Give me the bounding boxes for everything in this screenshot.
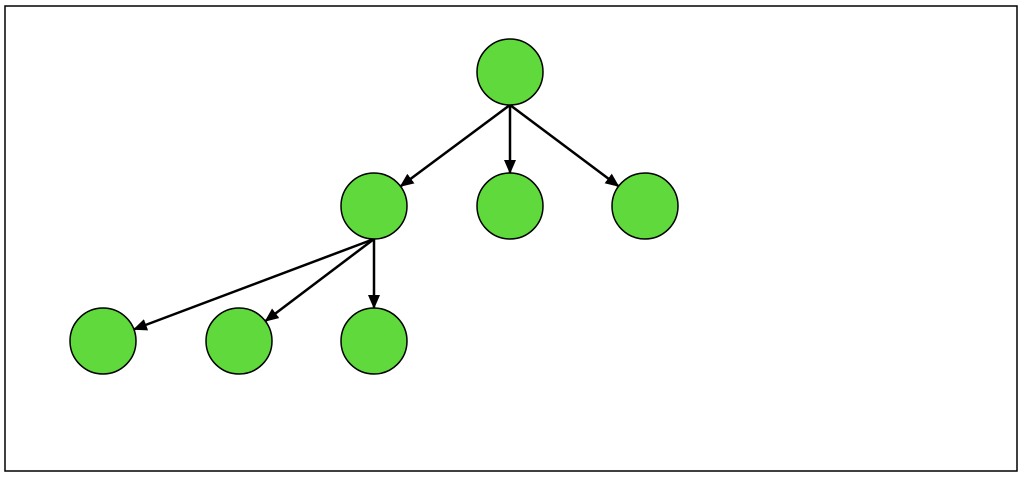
node-root bbox=[476, 38, 544, 106]
node-grandchild-3 bbox=[340, 307, 408, 375]
node-child-3 bbox=[611, 172, 679, 240]
diagram-frame bbox=[4, 5, 1018, 472]
node-grandchild-1 bbox=[69, 307, 137, 375]
nodes-layer bbox=[69, 38, 679, 375]
edge-child-1-to-grandchild-1 bbox=[132, 237, 375, 331]
edge-child-1-to-grandchild-2 bbox=[264, 238, 375, 323]
node-child-1 bbox=[340, 172, 408, 240]
edges-layer bbox=[132, 103, 620, 331]
edge-root-to-child-1 bbox=[399, 103, 511, 188]
edge-root-to-child-3 bbox=[509, 103, 620, 188]
node-grandchild-2 bbox=[205, 307, 273, 375]
node-child-2 bbox=[476, 172, 544, 240]
